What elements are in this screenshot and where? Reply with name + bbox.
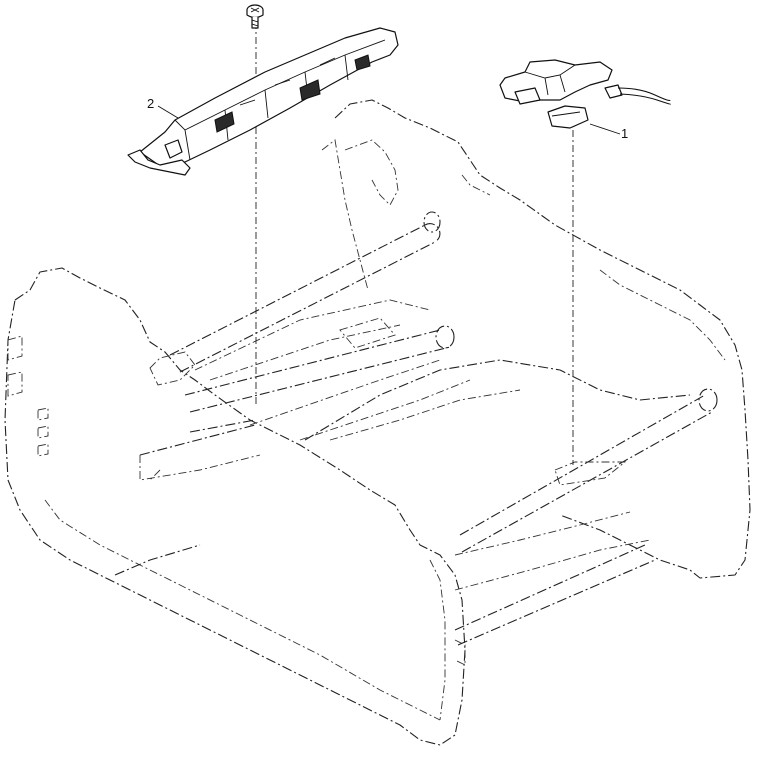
- rear-frame-inner: [321, 139, 399, 291]
- shaft-front: [139, 419, 256, 456]
- screw-icon: [246, 4, 264, 29]
- rear-frame-outline: [334, 99, 751, 579]
- callout-label-2: 2: [147, 96, 154, 111]
- front-frame-side: [429, 559, 466, 721]
- shaft-right-end: [698, 388, 718, 412]
- shaft-middle: [184, 329, 451, 413]
- front-frame-lower: [44, 499, 441, 721]
- part-1-sensor-assembly: [499, 59, 671, 129]
- rear-frame-notch: [461, 174, 726, 361]
- shaft-middle-end: [435, 325, 455, 349]
- callout-label-1: 1: [621, 126, 628, 141]
- inner-guide: [249, 359, 471, 441]
- callout-2: 2: [147, 96, 179, 119]
- shaft-left-rail: [139, 454, 261, 481]
- left-bracket: [149, 351, 196, 386]
- inner-tray: [194, 299, 431, 381]
- shaft-bottom: [454, 544, 656, 646]
- front-frame-window-1: [7, 335, 23, 361]
- shaft-upper-end: [423, 211, 441, 233]
- part-2-guide-rail: [127, 27, 399, 176]
- shaft-right: [459, 394, 713, 553]
- shafts: [139, 211, 718, 646]
- base-floor: [114, 359, 691, 576]
- front-frame-outline: [4, 267, 466, 746]
- printer-frame-ghost: [4, 99, 751, 746]
- base-floor-2: [329, 389, 651, 591]
- callout-1: 1: [589, 123, 628, 141]
- shaft-upper: [169, 223, 441, 373]
- sensor-slot: [554, 461, 627, 486]
- front-frame-tabs: [37, 407, 49, 457]
- front-frame-window-2: [7, 371, 23, 397]
